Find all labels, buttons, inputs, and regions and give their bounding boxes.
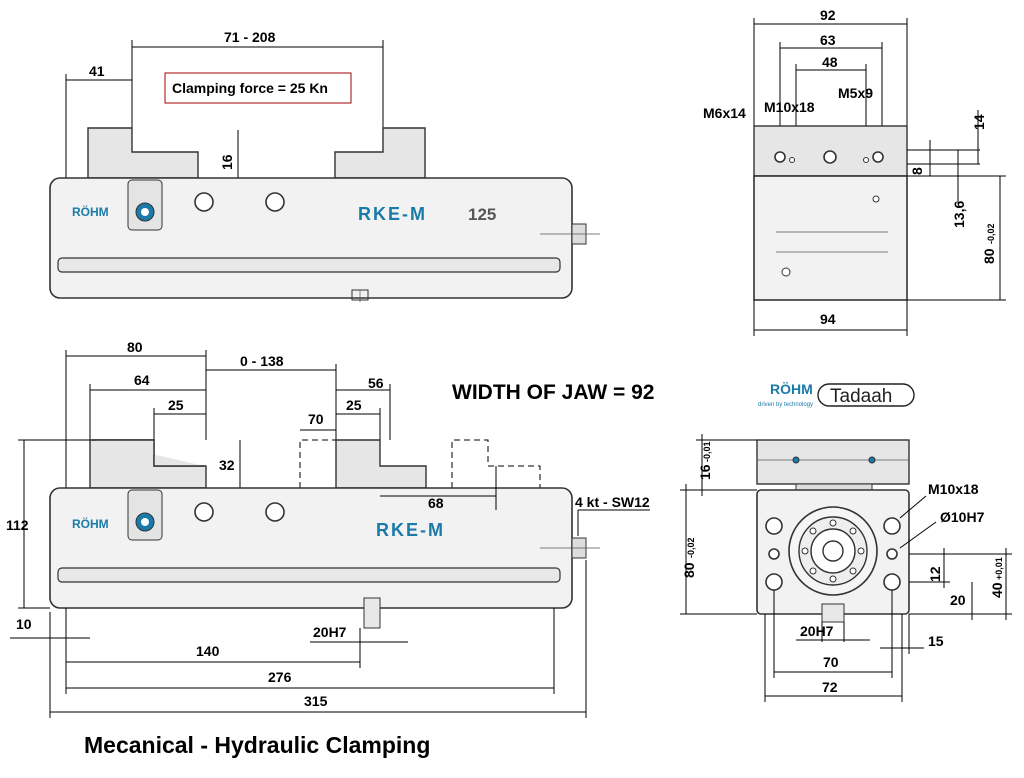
dim-15: 15 bbox=[928, 633, 944, 649]
rohm-tagline: driven by technology bbox=[758, 402, 813, 408]
label-m5x9: M5x9 bbox=[838, 85, 873, 101]
dim-112: 112 bbox=[6, 517, 29, 533]
dim-63: 63 bbox=[820, 32, 836, 48]
dim-71-208: 71 - 208 bbox=[224, 29, 276, 45]
dim-40-tol: +0,01 bbox=[994, 557, 1004, 580]
dim-94: 94 bbox=[820, 311, 836, 327]
dim-16-end-tol: -0,01 bbox=[702, 441, 712, 462]
dim-72: 72 bbox=[822, 679, 838, 695]
dim-80-end-tol: -0,02 bbox=[686, 537, 696, 558]
clamping-force-box bbox=[164, 72, 352, 104]
tadaah-logo: Tadaah bbox=[817, 383, 915, 407]
dim-80-end: 80 bbox=[681, 562, 697, 578]
dim-315: 315 bbox=[304, 693, 328, 709]
rohm-brand-logo: RÖHM driven by technology bbox=[758, 381, 813, 408]
clamping-force-text: Clamping force = 25 Kn bbox=[172, 80, 328, 96]
label-m6x14: M6x14 bbox=[703, 105, 746, 121]
dim-25-left: 25 bbox=[168, 397, 184, 413]
dim-80-side: 80 bbox=[981, 248, 997, 264]
dim-13-6: 13,6 bbox=[951, 201, 967, 228]
dim-64: 64 bbox=[134, 372, 150, 388]
bottom-front-view: 80 0 - 138 64 56 25 25 70 32 bbox=[6, 339, 650, 718]
dim-41: 41 bbox=[89, 63, 105, 79]
rohm-logo-mid: RÖHM bbox=[770, 381, 813, 397]
bottom-title: Mecanical - Hydraulic Clamping bbox=[84, 732, 430, 758]
width-of-jaw-text: WIDTH OF JAW = 92 bbox=[452, 381, 654, 404]
label-4kt-sw12: 4 kt - SW12 bbox=[575, 494, 650, 510]
dim-70: 70 bbox=[308, 411, 324, 427]
dim-16-top: 16 bbox=[219, 154, 235, 170]
dim-140: 140 bbox=[196, 643, 220, 659]
dim-16-end: 16 bbox=[697, 464, 713, 480]
model-label-bottom: RKE-M bbox=[376, 520, 445, 540]
dim-92: 92 bbox=[820, 7, 836, 23]
side-view: 92 63 48 M6x14 M10x18 M5x9 bbox=[703, 7, 1006, 336]
rohm-logo-top: RÖHM bbox=[72, 204, 109, 219]
dim-40: 40 bbox=[989, 582, 1005, 598]
dim-25-right: 25 bbox=[346, 397, 362, 413]
dim-10: 10 bbox=[16, 616, 32, 632]
dim-276: 276 bbox=[268, 669, 292, 685]
dim-80: 80 bbox=[127, 339, 143, 355]
label-m10x18-end: M10x18 bbox=[928, 481, 979, 497]
model-label-top: RKE-M bbox=[358, 204, 427, 224]
rohm-logo-bottom: RÖHM bbox=[72, 516, 109, 531]
model-number-top: 125 bbox=[468, 205, 496, 224]
dim-70-end: 70 bbox=[823, 654, 839, 670]
dim-12: 12 bbox=[927, 566, 943, 582]
dim-48: 48 bbox=[822, 54, 838, 70]
label-m10x18-side: M10x18 bbox=[764, 99, 815, 115]
dim-20: 20 bbox=[950, 592, 966, 608]
dim-20h7-end: 20H7 bbox=[800, 623, 834, 639]
end-view: 16 -0,01 80 -0,02 M10x18 Ø10H7 12 20 40 … bbox=[680, 434, 1012, 702]
dim-68: 68 bbox=[428, 495, 444, 511]
dim-0-138: 0 - 138 bbox=[240, 353, 284, 369]
label-phi10h7: Ø10H7 bbox=[940, 509, 985, 525]
dim-8: 8 bbox=[909, 167, 925, 175]
dim-14: 14 bbox=[971, 114, 987, 130]
dim-20h7-bottom: 20H7 bbox=[313, 624, 347, 640]
dim-80-side-tol: -0,02 bbox=[986, 223, 996, 244]
tadaah-logo-text: Tadaah bbox=[830, 386, 892, 407]
top-front-view: 71 - 208 41 Clamping force = 25 Kn 16 RÖ… bbox=[49, 29, 600, 302]
dim-32: 32 bbox=[219, 457, 235, 473]
dim-56: 56 bbox=[368, 375, 384, 391]
